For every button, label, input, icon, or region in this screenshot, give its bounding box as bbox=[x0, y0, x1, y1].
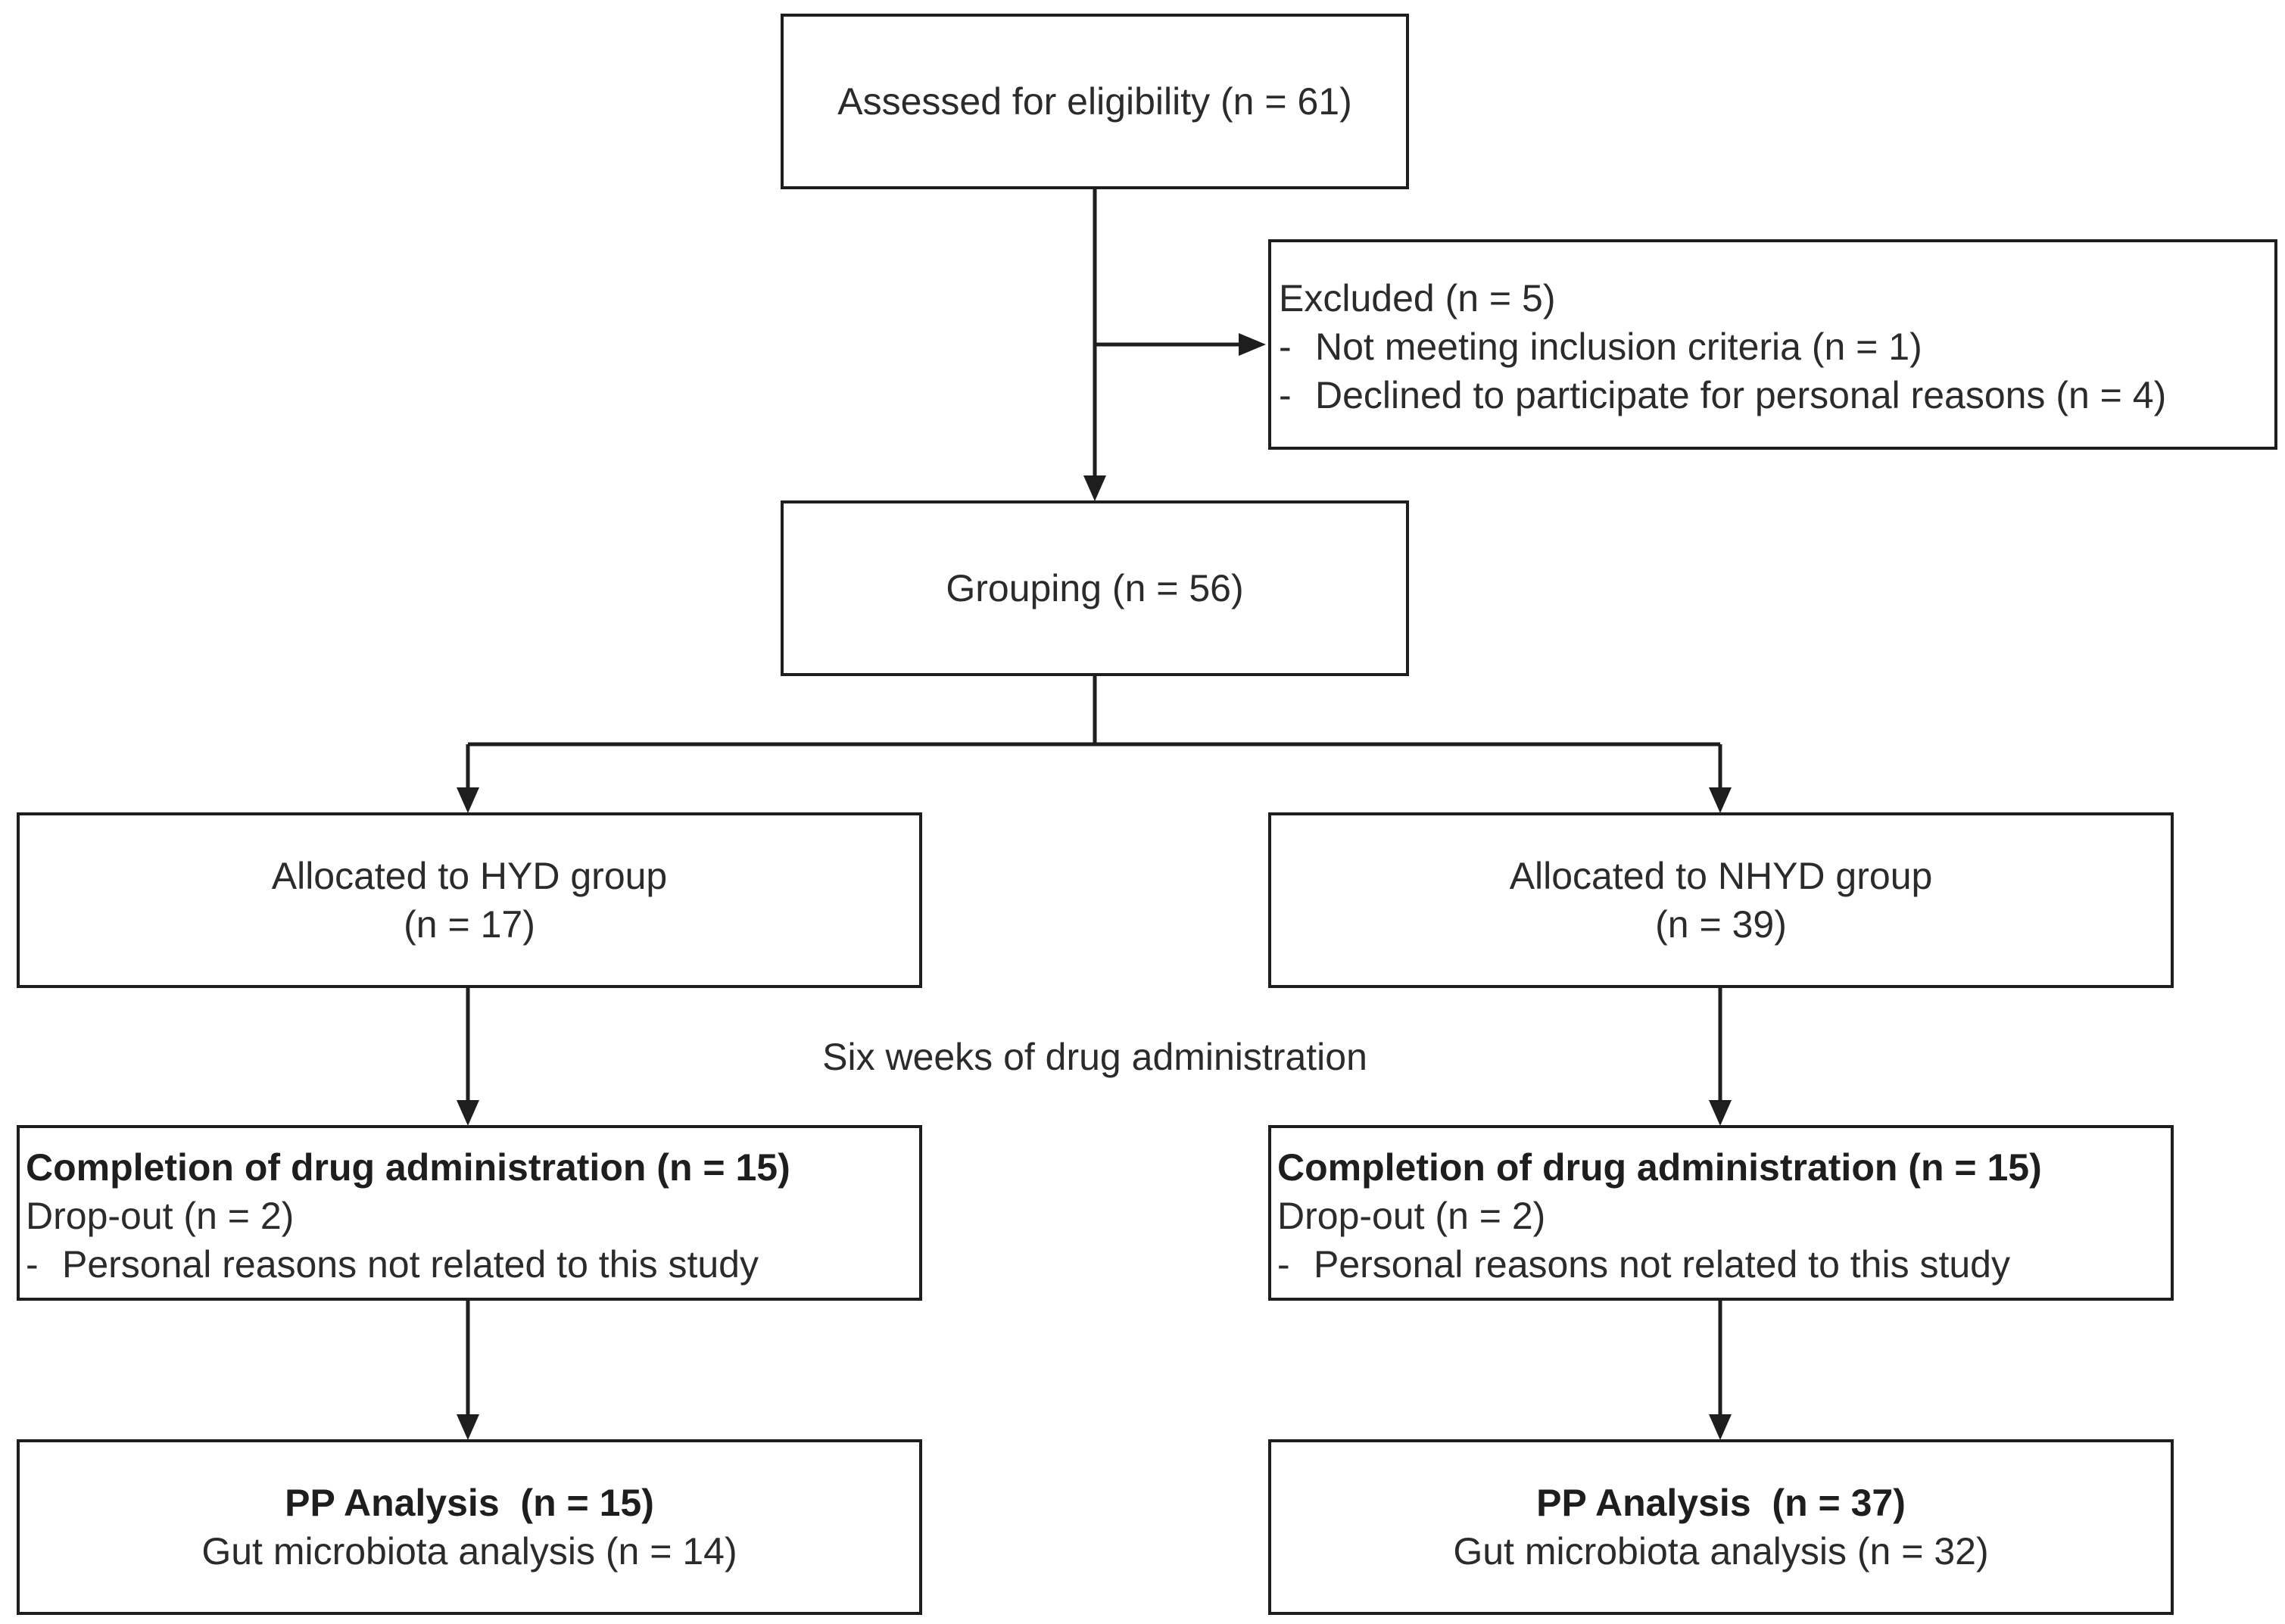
nhyd-pp-n: (n = 37) bbox=[1772, 1482, 1906, 1524]
excluded-reason-1-text: Not meeting inclusion criteria (n = 1) bbox=[1315, 326, 1922, 368]
hyd-gut-text: Gut microbiota analysis (n = 14) bbox=[201, 1530, 737, 1573]
excluded-title: Excluded (n = 5) bbox=[1279, 277, 1556, 320]
assessed-box: Assessed for eligibility (n = 61) bbox=[781, 14, 1409, 189]
hyd-allocation-line1: Allocated to HYD group bbox=[271, 855, 668, 897]
excluded-reason-2-text: Declined to participate for personal rea… bbox=[1315, 374, 2167, 416]
excluded-box: Excluded (n = 5) -Not meeting inclusion … bbox=[1268, 239, 2277, 450]
arrowhead-nhyd bbox=[1709, 787, 1732, 813]
nhyd-allocation-line1: Allocated to NHYD group bbox=[1509, 855, 1933, 897]
hyd-dropout-reason-text: Personal reasons not related to this stu… bbox=[62, 1243, 759, 1286]
arrowhead-excluded bbox=[1239, 333, 1266, 356]
nhyd-allocation-line2: (n = 39) bbox=[1655, 903, 1787, 946]
nhyd-completion-box: Completion of drug administration (n = 1… bbox=[1268, 1125, 2174, 1301]
hyd-allocation-line2: (n = 17) bbox=[404, 903, 535, 946]
assessed-text: Assessed for eligibility (n = 61) bbox=[837, 80, 1352, 123]
nhyd-pp-line: PP Analysis (n = 37) bbox=[1536, 1479, 1906, 1527]
arrowhead-hyd-pp bbox=[457, 1414, 479, 1440]
bullet-dash: - bbox=[1279, 374, 1292, 416]
nhyd-dropout-reason-text: Personal reasons not related to this stu… bbox=[1314, 1243, 2010, 1286]
bullet-dash: - bbox=[1277, 1243, 1290, 1286]
arrowhead-nhyd-pp bbox=[1709, 1414, 1732, 1440]
bullet-dash: - bbox=[1279, 326, 1292, 368]
arrowhead-hyd bbox=[457, 787, 479, 813]
nhyd-dropout-text: Drop-out (n = 2) bbox=[1277, 1195, 1546, 1237]
grouping-text: Grouping (n = 56) bbox=[946, 567, 1244, 609]
arrowhead-grouping bbox=[1083, 475, 1106, 501]
hyd-pp-label: PP Analysis bbox=[285, 1482, 500, 1524]
hyd-completion-box: Completion of drug administration (n = 1… bbox=[17, 1125, 922, 1301]
nhyd-allocation-box: Allocated to NHYD group (n = 39) bbox=[1268, 812, 2174, 988]
excluded-reason-2: -Declined to participate for personal re… bbox=[1279, 371, 2274, 419]
nhyd-dropout-reason: -Personal reasons not related to this st… bbox=[1277, 1240, 2171, 1289]
hyd-pp-n: (n = 15) bbox=[520, 1482, 654, 1524]
nhyd-pp-box: PP Analysis (n = 37) Gut microbiota anal… bbox=[1268, 1439, 2174, 1615]
bullet-dash: - bbox=[26, 1243, 39, 1286]
nhyd-completion-text: Completion of drug administration (n = 1… bbox=[1277, 1146, 2042, 1189]
hyd-dropout-text: Drop-out (n = 2) bbox=[26, 1195, 295, 1237]
grouping-box: Grouping (n = 56) bbox=[781, 500, 1409, 676]
excluded-reason-1: -Not meeting inclusion criteria (n = 1) bbox=[1279, 323, 2274, 371]
hyd-dropout-reason: -Personal reasons not related to this st… bbox=[26, 1240, 919, 1289]
hyd-allocation-box: Allocated to HYD group (n = 17) bbox=[17, 812, 922, 988]
hyd-completion-text: Completion of drug administration (n = 1… bbox=[26, 1146, 790, 1189]
hyd-pp-line: PP Analysis (n = 15) bbox=[285, 1479, 654, 1527]
hyd-pp-box: PP Analysis (n = 15) Gut microbiota anal… bbox=[17, 1439, 922, 1615]
arrowhead-nhyd-completion bbox=[1709, 1100, 1732, 1126]
nhyd-gut-text: Gut microbiota analysis (n = 32) bbox=[1453, 1530, 1989, 1573]
nhyd-pp-label: PP Analysis bbox=[1536, 1482, 1751, 1524]
arrowhead-hyd-completion bbox=[457, 1100, 479, 1126]
intervention-label: Six weeks of drug administration bbox=[822, 1036, 1367, 1078]
